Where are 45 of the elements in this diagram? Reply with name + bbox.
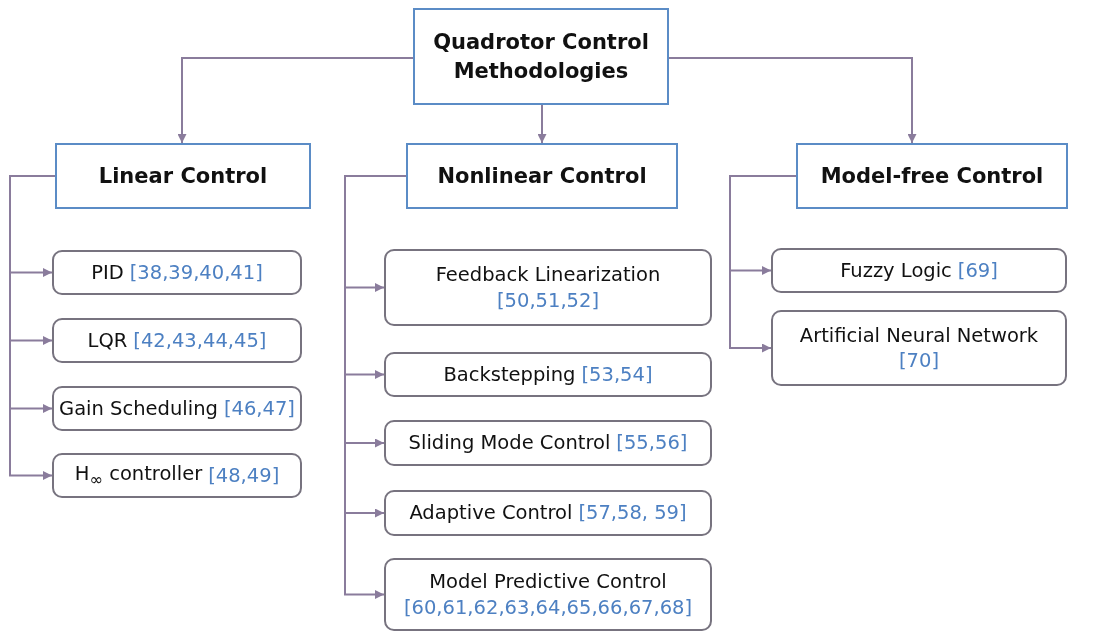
method-box [52, 453, 302, 498]
citation: [46,47] [223, 395, 295, 422]
connector-arrow [729, 175, 797, 353]
connector-arrow [668, 57, 917, 144]
citation: [57,58, 59] [578, 500, 687, 526]
method-name: H$_{∞}$ controller [74, 461, 203, 490]
method-box [384, 490, 712, 536]
method-name: Adaptive Control [409, 500, 573, 526]
method-box [771, 310, 1067, 386]
method-name: Gain Scheduling [59, 395, 218, 422]
method-name: Backstepping [443, 361, 576, 388]
category-box [796, 143, 1068, 209]
method-box [384, 558, 712, 631]
category-box [406, 143, 678, 209]
method-name: Model Predictive Control [428, 569, 668, 595]
citation: [53,54] [581, 361, 653, 388]
citation: [55,56] [616, 430, 688, 456]
connector-arrow [537, 104, 547, 144]
citation: [70] [898, 348, 940, 374]
method-name: PID [91, 259, 124, 286]
connector-arrow [177, 57, 414, 144]
method-box [384, 420, 712, 466]
category-title: Quadrotor Control Methodologies [432, 29, 650, 85]
citation: [48,49] [208, 462, 280, 489]
category-title: Nonlinear Control [437, 162, 647, 190]
category-box [413, 8, 669, 105]
method-box [52, 318, 302, 363]
method-box [771, 248, 1067, 293]
method-name: Fuzzy Logic [840, 257, 952, 284]
category-title: Model-free Control [820, 162, 1044, 190]
method-name: LQR [87, 327, 128, 354]
category-title: Linear Control [98, 162, 268, 190]
method-name: Sliding Mode Control [408, 430, 611, 456]
method-name: Feedback Linearization [434, 262, 662, 288]
method-box [52, 386, 302, 431]
citation: [60,61,62,63,64,65,66,67,68] [402, 594, 694, 620]
citation: [42,43,44,45] [133, 327, 267, 354]
citation: [50,51,52] [495, 287, 601, 313]
method-name: Artificial Neural Network [798, 322, 1040, 348]
method-box [384, 249, 712, 326]
method-box [52, 250, 302, 295]
category-box [55, 143, 311, 209]
citation: [69] [957, 257, 998, 284]
citation: [38,39,40,41] [129, 259, 263, 286]
method-box [384, 352, 712, 397]
